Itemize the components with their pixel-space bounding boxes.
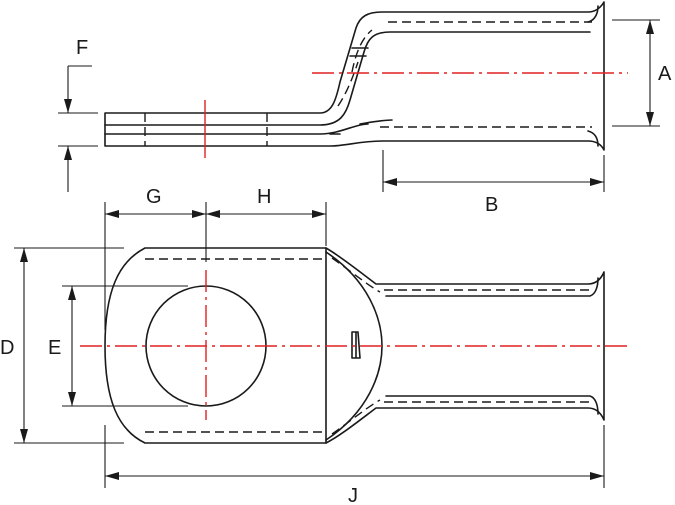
dim-f-arrow-top xyxy=(64,99,72,113)
dimension-d: D xyxy=(0,247,124,444)
dim-j-arrow-right xyxy=(590,472,604,480)
side-view-outline xyxy=(104,1,605,151)
top-view-barrel-outline xyxy=(325,247,605,444)
dim-d-arrow-top xyxy=(20,248,28,262)
dim-b-arrow-right xyxy=(590,178,604,186)
side-view-inspection-mark xyxy=(349,47,369,57)
dim-h-arrow-left xyxy=(206,210,220,218)
side-view-inner-wall xyxy=(104,31,591,135)
dim-g-label: G xyxy=(146,186,162,208)
dim-f-arrow-bottom xyxy=(64,146,72,160)
top-view-barrel-inner xyxy=(385,277,599,415)
side-view-bore-transition xyxy=(337,29,373,107)
dim-j-label: J xyxy=(348,485,358,505)
dimension-a: A xyxy=(612,19,672,127)
dim-f-label: F xyxy=(76,37,88,59)
dimension-j: J xyxy=(104,425,605,505)
top-view-inspection-window xyxy=(351,331,361,359)
dim-e-arrow-top xyxy=(68,286,76,300)
dim-b-arrow-left xyxy=(383,178,397,186)
dim-b-label: B xyxy=(485,194,498,216)
dimension-f: F xyxy=(58,37,98,192)
dim-d-arrow-bottom xyxy=(20,429,28,443)
side-view xyxy=(104,1,628,158)
dim-h-arrow-right xyxy=(312,210,326,218)
dim-d-label: D xyxy=(0,337,14,359)
dim-a-arrow-bottom xyxy=(646,112,654,126)
side-view-flare xyxy=(587,5,599,147)
dimension-e: E xyxy=(48,285,188,407)
dim-g-arrow-right xyxy=(192,210,206,218)
top-view-palm-outline xyxy=(104,247,327,444)
dim-a-arrow-top xyxy=(646,20,654,34)
dim-a-label: A xyxy=(658,63,672,85)
dim-h-label: H xyxy=(257,186,271,208)
dim-e-arrow-bottom xyxy=(68,392,76,406)
dim-j-arrow-left xyxy=(105,472,119,480)
dimension-b: B xyxy=(382,150,605,216)
dim-e-label: E xyxy=(48,337,61,359)
dimension-g-h: G H xyxy=(104,186,327,330)
top-view-transition-hidden xyxy=(331,257,381,435)
dim-g-arrow-left xyxy=(105,210,119,218)
top-view xyxy=(80,247,632,444)
